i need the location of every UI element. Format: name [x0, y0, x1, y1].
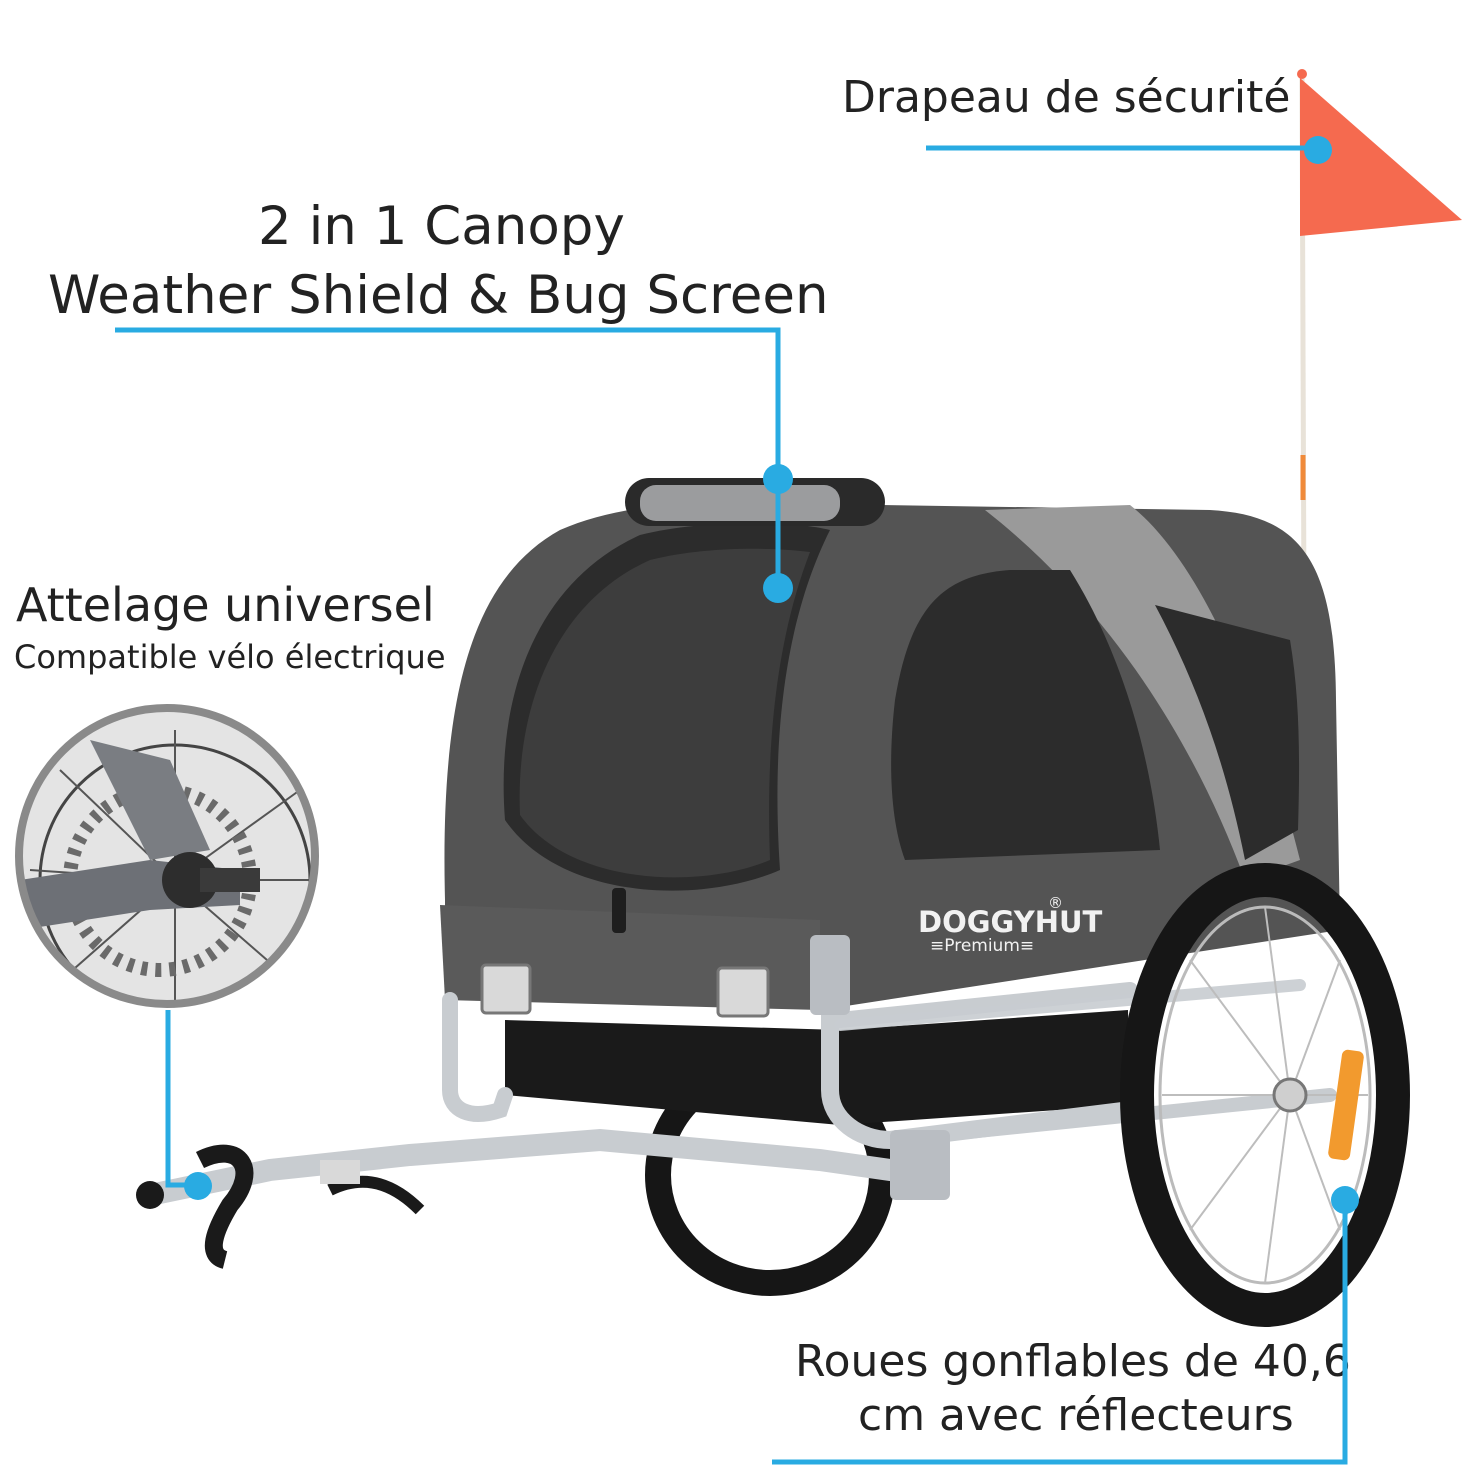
canopy-callout-dot-bottom [763, 573, 793, 603]
trailer-canopy [440, 478, 1341, 1125]
callout-lines [115, 145, 1348, 1465]
hitch-callout-dot [184, 1172, 212, 1200]
safety-flag [1297, 69, 1462, 611]
callout-dots [184, 136, 1359, 1214]
hitch-subtitle: Compatible vélo électrique [14, 638, 446, 676]
hitch-detail-inset [15, 704, 319, 1008]
hitch-title: Attelage universel [16, 578, 435, 632]
brand-mark: ® [1048, 894, 1063, 912]
canopy-callout-dot-top [763, 464, 793, 494]
front-wheel [1120, 863, 1410, 1327]
hitch-hardware [136, 935, 950, 1269]
brand-tier: ≡Premium≡ [930, 936, 1034, 956]
wheels-label-line2: cm avec réflecteurs [858, 1390, 1294, 1441]
brand-name: DOGGYHUT [918, 905, 1103, 939]
wheel-callout-dot [1331, 1186, 1359, 1214]
brand-logo: DOGGYHUT ® ≡Premium≡ [918, 894, 1103, 956]
canopy-title-line2: Weather Shield & Bug Screen [48, 265, 829, 326]
flag-callout-dot [1304, 136, 1332, 164]
safety-flag-label: Drapeau de sécurité [842, 72, 1291, 123]
canopy-title-line1: 2 in 1 Canopy [258, 196, 625, 257]
wheels-label-line1: Roues gonflables de 40,6 [795, 1336, 1351, 1387]
